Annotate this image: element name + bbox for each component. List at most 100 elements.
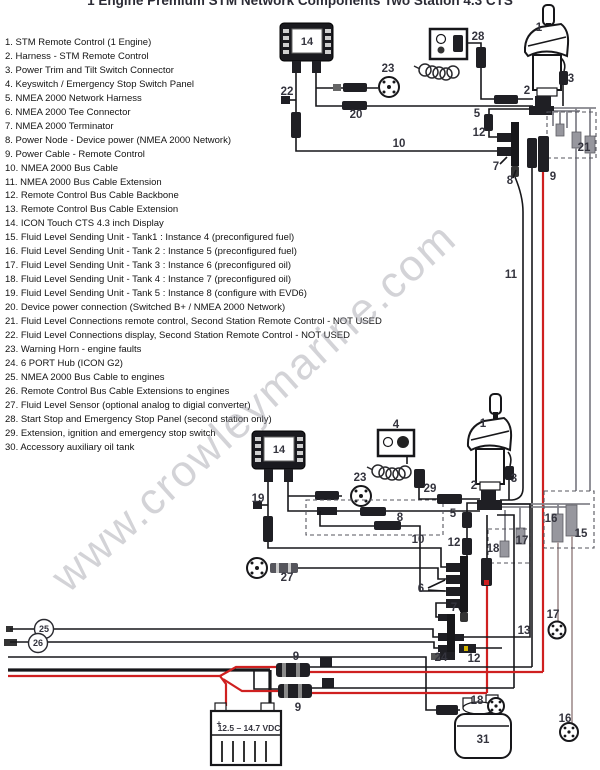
trim-connector-3 xyxy=(505,466,514,480)
callout-label: 13 xyxy=(518,625,531,637)
parts-list: 1. STM Remote Control (1 Engine)2. Harne… xyxy=(5,36,445,455)
callout-label: 14 xyxy=(273,444,286,456)
circled-callout-label: 25 xyxy=(39,624,49,634)
callout-label: 27 xyxy=(281,572,294,584)
warning-horn-icon xyxy=(378,76,400,98)
page-title: 1 Engine Premium STM Network Components … xyxy=(87,0,513,8)
parts-list-item: 27. Fluid Level Sensor (optional analog … xyxy=(5,399,251,411)
device-power-connector-20 xyxy=(342,101,367,110)
callout-label: 8 xyxy=(507,175,514,187)
harness-connector-2 xyxy=(535,96,551,108)
start-stop-panel-icon xyxy=(428,27,469,61)
parts-list-item: 18. Fluid Level Sending Unit - Tank 4 : … xyxy=(5,274,292,286)
callout-label: 1 xyxy=(536,22,543,34)
parts-list-item: 20. Device power connection (Switched B+… xyxy=(5,302,286,314)
parts-list-item: 9. Power Cable - Remote Control xyxy=(5,148,145,160)
callout-label: 18 xyxy=(471,695,484,707)
station2-diagram xyxy=(246,393,595,723)
callout-label: 3 xyxy=(511,473,517,485)
parts-list-item: 24. 6 PORT Hub (ICON G2) xyxy=(5,357,123,369)
lanyard-coil-icon xyxy=(366,464,412,481)
parts-list-item: 13. Remote Control Bus Cable Extension xyxy=(5,204,179,216)
fluid-sensor-icon xyxy=(246,557,298,579)
callout-label: 5 xyxy=(450,508,457,520)
parts-list-item: 14. ICON Touch CTS 4.3 inch Display xyxy=(5,218,164,230)
bus-extension-11 xyxy=(500,176,524,501)
oil-tank-icon xyxy=(454,694,512,759)
callout-label: 28 xyxy=(472,31,485,43)
callout-label: 24 xyxy=(435,652,448,664)
parts-list-item: 17. Fluid Level Sending Unit - Tank 3 : … xyxy=(5,260,292,272)
warning-horn-icon xyxy=(350,485,372,507)
sender-box-15-16 xyxy=(543,490,595,549)
parts-list-item: 21. Fluid Level Connections remote contr… xyxy=(5,316,382,328)
parts-list-item: 11. NMEA 2000 Bus Cable Extension xyxy=(5,176,162,188)
callout-label: 23 xyxy=(354,472,367,484)
extension-connector-29 xyxy=(414,469,425,488)
callout-label: 21 xyxy=(578,142,591,154)
fluid-sender-bus xyxy=(499,503,590,723)
display-unit-icon xyxy=(279,22,334,73)
parts-list-item: 26. Remote Control Bus Cable Extensions … xyxy=(5,385,230,397)
parts-list-item: 10. NMEA 2000 Bus Cable xyxy=(5,162,119,174)
callout-label: 7 xyxy=(451,602,457,614)
remote-control-icon xyxy=(466,393,513,491)
callout-label: 18 xyxy=(487,543,500,555)
display-unit-icon xyxy=(251,430,306,482)
power-cable-9a xyxy=(276,657,332,677)
power-cable-9b xyxy=(278,678,334,698)
power-cable-connector-9 xyxy=(538,136,549,172)
sender-pulley-16 xyxy=(559,722,579,742)
station1-diagram xyxy=(279,4,597,672)
callout-label: 8 xyxy=(397,512,404,524)
trim-connector-3 xyxy=(559,71,568,85)
parts-list-item: 3. Power Trim and Tilt Switch Connector xyxy=(5,64,174,76)
callout-label: 29 xyxy=(424,483,437,495)
callout-label: 2 xyxy=(471,480,477,492)
parts-list-item: 30. Accessory auxiliary oil tank xyxy=(5,441,135,453)
callout-label: 6 xyxy=(418,583,424,595)
callout-label: 17 xyxy=(516,535,529,547)
lanyard-coil-icon xyxy=(413,63,460,81)
callout-label: 2 xyxy=(524,85,530,97)
backbone-connector-12 xyxy=(462,538,472,555)
callout-label: 14 xyxy=(301,36,314,48)
callout-label: 12 xyxy=(448,537,461,549)
callout-label: 9 xyxy=(295,702,301,714)
parts-list-item: 16. Fluid Level Sending Unit - Tank 2 : … xyxy=(5,246,297,258)
callout-label: 22 xyxy=(281,86,294,98)
callout-label: 31 xyxy=(477,734,490,746)
sender-pulley-18 xyxy=(487,697,505,715)
callout-label: + xyxy=(217,718,222,728)
keyswitch-panel-icon xyxy=(376,428,416,458)
callout-label: 10 xyxy=(393,138,406,150)
tee-connector-icon xyxy=(497,122,519,177)
power-node-box xyxy=(305,499,444,536)
parts-list-item: 12. Remote Control Bus Cable Backbone xyxy=(5,190,179,202)
callout-label: 20 xyxy=(350,109,363,121)
parts-list-item: 8. Power Node - Device power (NMEA 2000 … xyxy=(5,134,231,146)
parts-list-item: 19. Fluid Level Sending Unit - Tank 5 : … xyxy=(5,288,307,300)
battery-icon xyxy=(209,702,283,767)
callout-label: 12 xyxy=(473,127,486,139)
circled-callout xyxy=(27,632,49,654)
callout-label: 9 xyxy=(293,651,299,663)
parts-list-item: 6. NMEA 2000 Tee Connector xyxy=(5,106,131,118)
parts-list-item: 23. Warning Horn - engine faults xyxy=(5,343,142,355)
circled-callout-label: 26 xyxy=(33,638,43,648)
callout-label: 1 xyxy=(480,418,487,430)
callout-label: 7 xyxy=(493,161,499,173)
callout-label: 4 xyxy=(393,419,400,431)
tee-stack-icon xyxy=(446,556,468,622)
hub-icon xyxy=(431,614,502,660)
accessory-bus xyxy=(552,107,596,491)
parts-list-item: 29. Extension, ignition and emergency st… xyxy=(5,427,216,439)
parts-list-item: 22. Fluid Level Connections display, Sec… xyxy=(5,330,350,342)
fluid-connector-19 xyxy=(253,501,262,509)
callout-label: 9 xyxy=(550,171,556,183)
callout-label: 5 xyxy=(474,108,481,120)
callout-label: 16 xyxy=(545,513,558,525)
